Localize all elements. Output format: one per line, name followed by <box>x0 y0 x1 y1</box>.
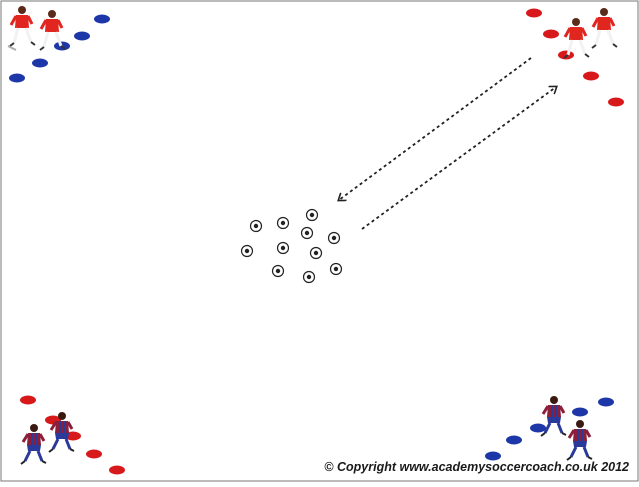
cone <box>86 449 102 459</box>
cone <box>32 58 48 68</box>
cone <box>74 31 90 41</box>
cone <box>485 451 501 461</box>
cone <box>94 14 110 24</box>
cone <box>572 407 588 417</box>
cone <box>9 73 25 83</box>
ball <box>305 208 319 222</box>
ball <box>329 262 343 276</box>
player-red <box>563 18 590 59</box>
arrow-to-center <box>339 57 532 200</box>
cone <box>598 397 614 407</box>
ball-cluster <box>240 208 343 284</box>
group-top-left <box>7 6 110 83</box>
cone <box>20 395 36 405</box>
ball <box>302 270 316 284</box>
cone <box>558 50 574 60</box>
copyright-text: © Copyright www.academysoccercoach.co.uk… <box>324 460 629 474</box>
cone <box>583 71 599 81</box>
player-red <box>591 8 618 49</box>
cone <box>526 8 542 18</box>
cone <box>506 435 522 445</box>
player-red <box>39 10 66 51</box>
ball <box>309 246 323 260</box>
ball <box>327 231 341 245</box>
ball <box>249 219 263 233</box>
ball <box>271 264 285 278</box>
group-bottom-left <box>20 395 125 475</box>
ball <box>276 241 290 255</box>
player-red <box>7 6 36 51</box>
arrow-to-top-right <box>361 87 556 230</box>
ball <box>300 226 314 240</box>
cone <box>608 97 624 107</box>
cone <box>65 431 81 441</box>
player-blue <box>20 424 47 465</box>
cone <box>530 423 546 433</box>
player-blue <box>566 420 593 461</box>
player-blue <box>540 396 567 437</box>
ball <box>276 216 290 230</box>
cone <box>543 29 559 39</box>
ball <box>240 244 254 258</box>
group-top-right <box>526 8 624 107</box>
player-blue <box>48 412 75 453</box>
group-bottom-right <box>485 396 614 461</box>
cone <box>109 465 125 475</box>
